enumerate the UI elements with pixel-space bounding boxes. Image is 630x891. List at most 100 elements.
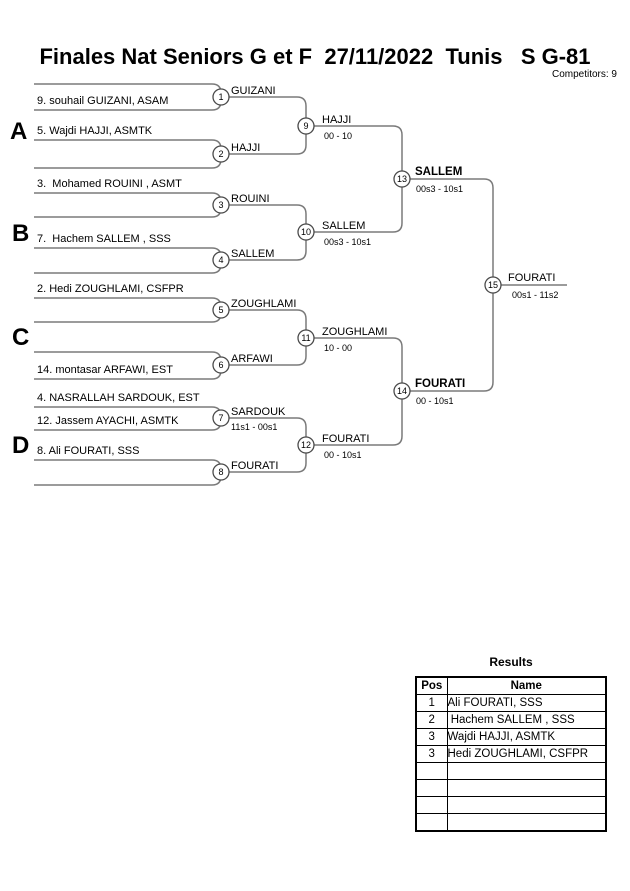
match-winner-label: HAJJI — [322, 114, 352, 126]
match-node: 6 — [212, 356, 230, 374]
match-node: 5 — [212, 301, 230, 319]
entry-name: 12. Jassem AYACHI, ASMTK — [37, 415, 179, 427]
results-header-row: Pos Name — [415, 676, 607, 695]
match-winner-label: SALLEM — [231, 248, 275, 260]
match-winner-label: ROUINI — [231, 193, 270, 205]
match-circle — [212, 145, 230, 163]
match-number: 11 — [301, 333, 310, 343]
match-node: 4 — [212, 251, 230, 269]
pos-cell — [415, 813, 448, 832]
results-row — [415, 796, 607, 814]
match-circle — [297, 329, 315, 347]
pos-cell: 2 — [415, 711, 448, 729]
pos-cell: 1 — [415, 694, 448, 712]
results-panel: Results Pos Name 1 Ali FOURATI, SSS 2 Ha… — [415, 655, 607, 832]
match-winner-label: GUIZANI — [231, 85, 276, 97]
match-score: 00 - 10s1 — [324, 450, 362, 460]
entry-name: 8. Ali FOURATI, SSS — [37, 445, 140, 457]
match-circle — [212, 409, 230, 427]
match-winner-label: HAJJI — [231, 142, 261, 154]
results-row: 3 Hedi ZOUGHLAMI, CSFPR — [415, 745, 607, 763]
entry-name: 3. Mohamed ROUINI , ASMT — [37, 178, 182, 190]
pos-cell — [415, 796, 448, 814]
match-number: 3 — [218, 200, 223, 210]
match-winner-label: ZOUGHLAMI — [231, 298, 297, 310]
competitors-count: Competitors: 9 — [551, 69, 617, 80]
match-winner-label: ARFAWI — [231, 353, 273, 365]
name-cell — [446, 796, 607, 814]
match-number: 6 — [218, 360, 223, 370]
match-number: 2 — [218, 149, 223, 159]
results-row — [415, 762, 607, 780]
entry-name: 5. Wajdi HAJJI, ASMTK — [37, 125, 153, 137]
match-score: 00s3 - 10s1 — [324, 237, 372, 247]
match-number: 8 — [218, 467, 223, 477]
col-header-pos: Pos — [415, 676, 448, 695]
col-header-name: Name — [446, 676, 607, 695]
match-circle — [297, 117, 315, 135]
name-cell: Wajdi HAJJI, ASMTK — [446, 728, 607, 746]
bracket-lines: 1 2 3 4 5 6 7 8 9 10 11 12 13 14 15 — [34, 83, 567, 486]
match-score: 10 - 00 — [324, 343, 353, 353]
match-winner-label: FOURATI — [508, 272, 556, 284]
match-node: 9 — [297, 117, 315, 135]
match-node: 2 — [212, 145, 230, 163]
results-row — [415, 813, 607, 832]
match-node: 11 — [297, 329, 315, 347]
match-number: 14 — [397, 386, 407, 396]
pool-letter-b: B — [12, 220, 30, 247]
results-title: Results — [489, 655, 533, 669]
match-circle — [393, 170, 411, 188]
match-number: 5 — [218, 305, 223, 315]
match-circle — [484, 276, 502, 294]
match-score: 00 - 10 — [324, 131, 353, 141]
match-winner-label: ZOUGHLAMI — [322, 326, 388, 338]
match-number: 15 — [488, 280, 498, 290]
match-node: 10 — [297, 223, 315, 241]
results-row: 2 Hachem SALLEM , SSS — [415, 711, 607, 729]
match-node: 8 — [212, 463, 230, 481]
match-winner-label: SALLEM — [322, 220, 366, 232]
entry-name: 9. souhail GUIZANI, ASAM — [37, 95, 169, 107]
match-winner-label: SALLEM — [415, 166, 463, 178]
results-row: 1 Ali FOURATI, SSS — [415, 694, 607, 712]
match-number: 9 — [303, 121, 308, 131]
match-circle — [212, 88, 230, 106]
pool-letter-a: A — [10, 118, 28, 145]
match-circle — [212, 251, 230, 269]
entry-name: 7. Hachem SALLEM , SSS — [37, 233, 171, 245]
match-circle — [393, 382, 411, 400]
match-score: 11s1 - 00s1 — [231, 422, 278, 432]
match-node: 12 — [297, 436, 315, 454]
results-table: Pos Name 1 Ali FOURATI, SSS 2 Hachem SAL… — [415, 676, 607, 832]
name-cell — [446, 813, 607, 832]
name-cell — [446, 762, 607, 780]
match-number: 7 — [218, 413, 223, 423]
pos-cell: 3 — [415, 728, 448, 746]
name-cell — [446, 779, 607, 797]
match-circle — [297, 436, 315, 454]
match-node: 3 — [212, 196, 230, 214]
pool-letter-c: C — [12, 324, 30, 351]
name-cell: Hachem SALLEM , SSS — [446, 711, 607, 729]
match-nodes: 1 2 3 4 5 6 7 8 9 10 11 12 13 14 15 — [212, 88, 502, 481]
entry-name: 2. Hedi ZOUGHLAMI, CSFPR — [37, 283, 184, 295]
entry-name: 14. montasar ARFAWI, EST — [37, 364, 173, 376]
pos-cell — [415, 762, 448, 780]
match-node: 14 — [393, 382, 411, 400]
match-circle — [212, 356, 230, 374]
match-number: 4 — [218, 255, 223, 265]
pos-cell — [415, 779, 448, 797]
match-circle — [297, 223, 315, 241]
match-number: 13 — [397, 174, 407, 184]
page-title: Finales Nat Seniors G et F 27/11/2022 Tu… — [39, 44, 591, 69]
match-circle — [212, 301, 230, 319]
match-score: 00s3 - 10s1 — [416, 184, 464, 194]
match-node: 15 — [484, 276, 502, 294]
match-number: 12 — [301, 440, 311, 450]
match-circle — [212, 196, 230, 214]
match-node: 1 — [212, 88, 230, 106]
match-node: 13 — [393, 170, 411, 188]
match-winner-label: FOURATI — [231, 460, 279, 472]
